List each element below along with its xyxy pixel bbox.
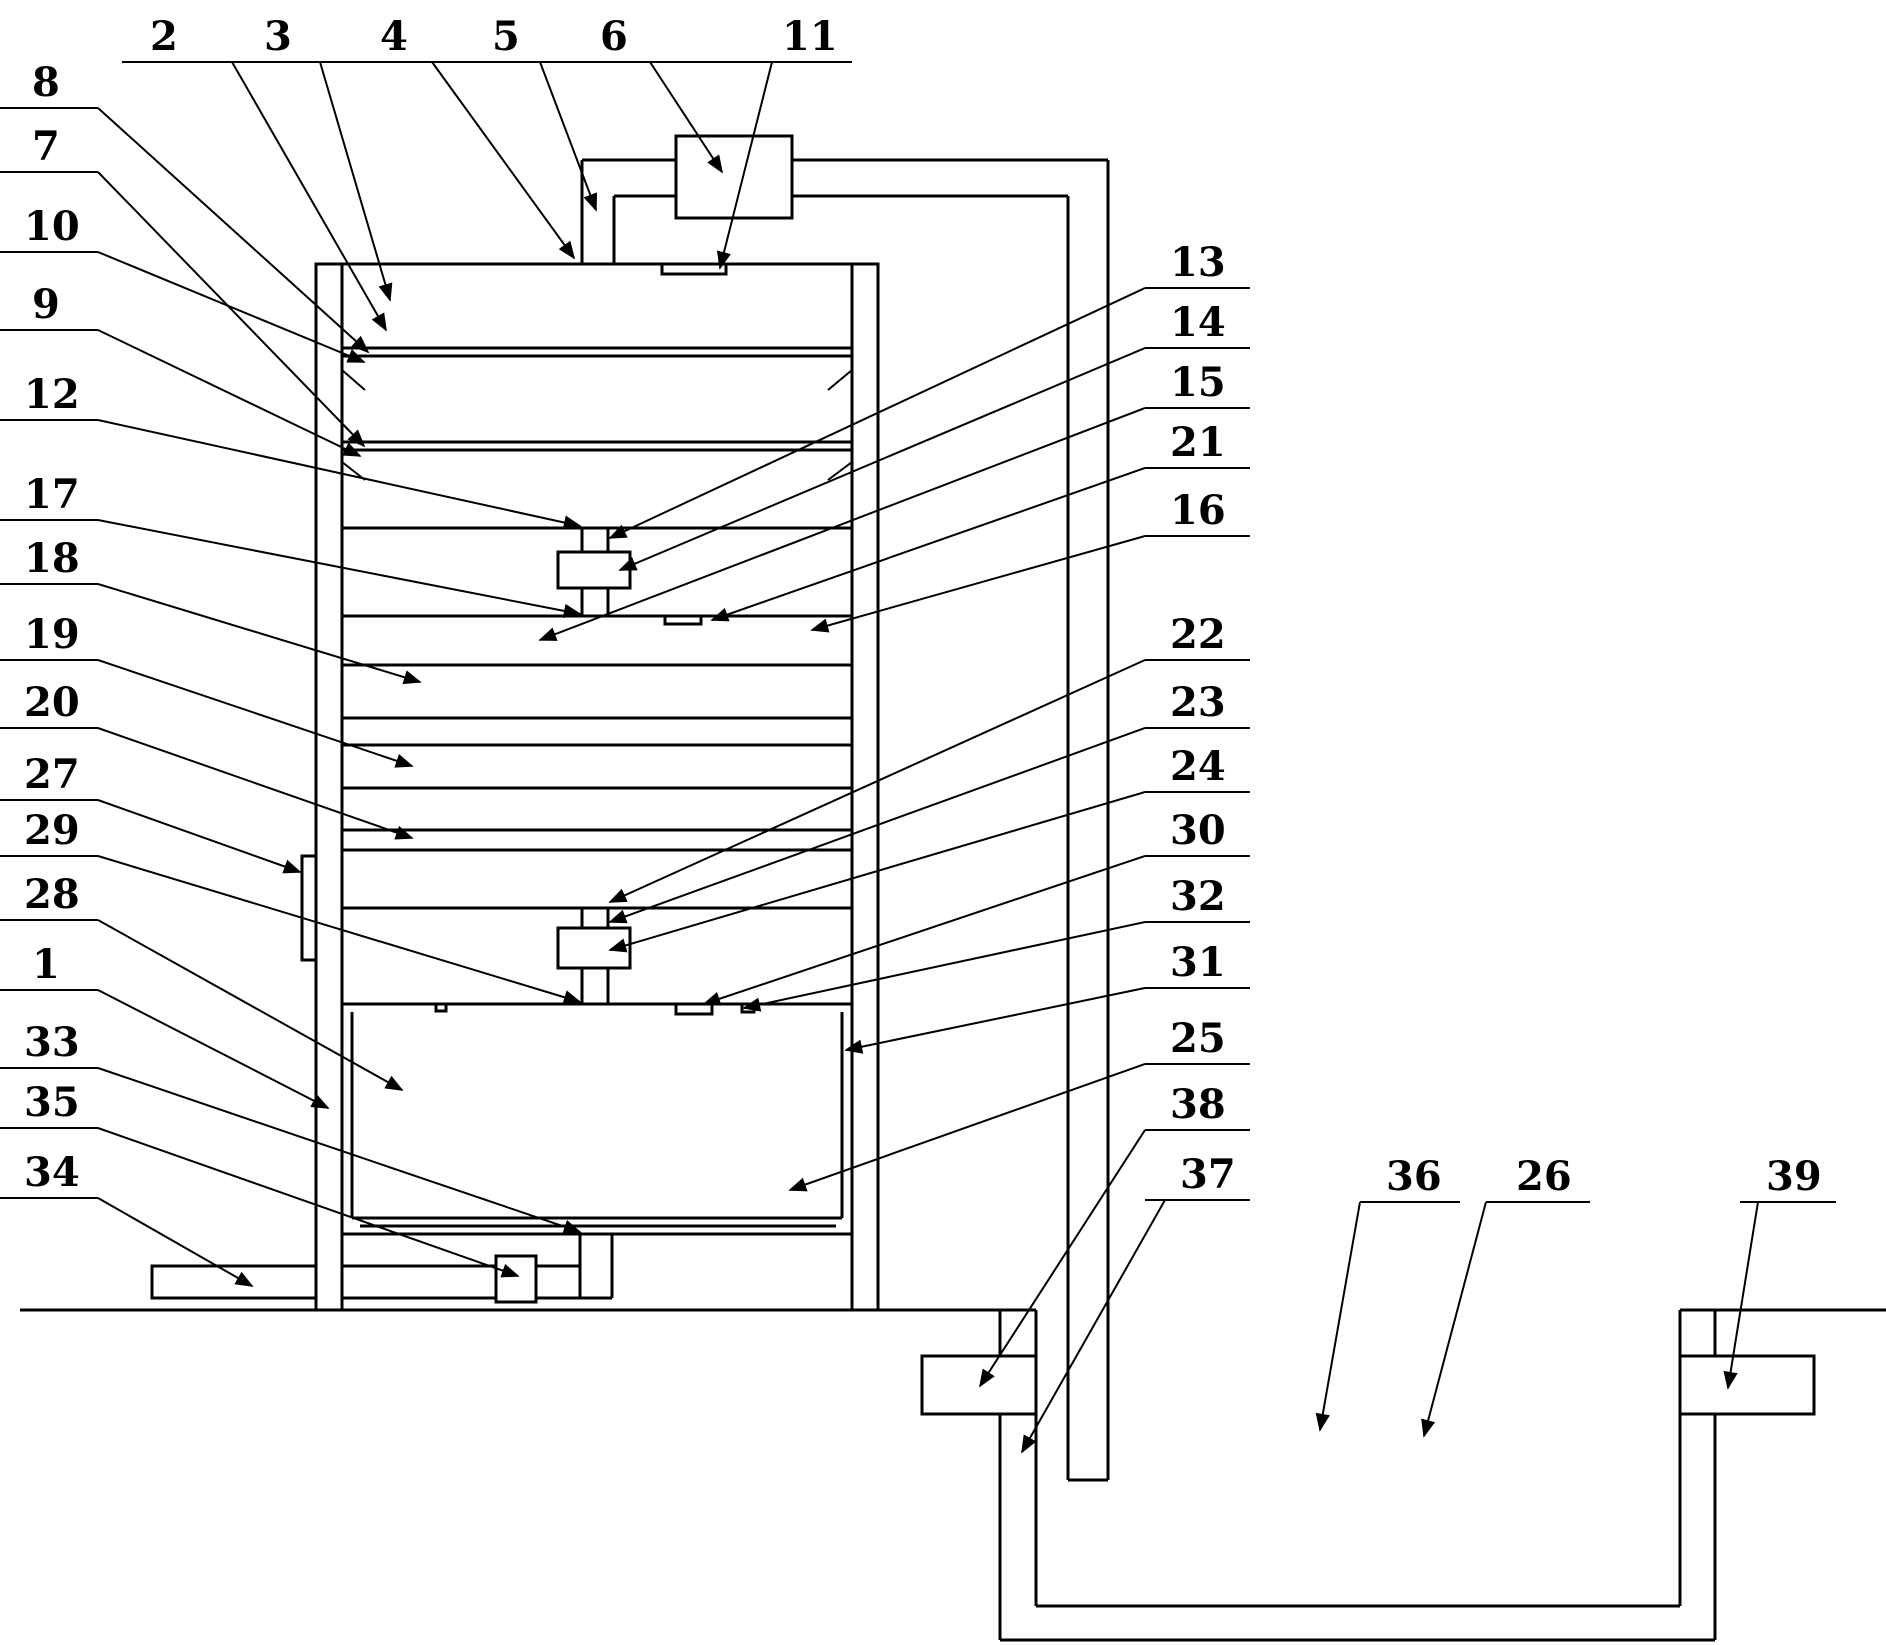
pit-structure: [920, 1308, 1816, 1642]
label-31: 31: [1170, 939, 1226, 986]
label-35: 35: [24, 1079, 80, 1126]
label-19: 19: [24, 611, 80, 658]
right-labels: 13 14 15 21 16 22 23 24 30 32 31 25: [538, 239, 1250, 1454]
label-12: 12: [24, 371, 80, 418]
label-26: 26: [1516, 1153, 1572, 1200]
label-2: 2: [150, 13, 178, 60]
label-13: 13: [1170, 239, 1226, 286]
label-3: 3: [264, 13, 292, 60]
label-22: 22: [1170, 611, 1226, 658]
label-38: 38: [1170, 1081, 1226, 1128]
label-17: 17: [24, 471, 80, 518]
label-33: 33: [24, 1019, 80, 1066]
label-20: 20: [24, 679, 80, 726]
bottom-labels: 36 26 39: [1315, 1153, 1836, 1438]
label-11: 11: [782, 13, 838, 60]
label-10: 10: [24, 203, 80, 250]
top-labels: 2 3 4 5 6 11: [122, 13, 852, 332]
label-9: 9: [32, 281, 60, 328]
label-24: 24: [1170, 743, 1226, 790]
label-7: 7: [32, 123, 60, 170]
label-5: 5: [492, 13, 520, 60]
label-30: 30: [1170, 807, 1226, 854]
main-vessel: [150, 262, 880, 1312]
label-18: 18: [24, 535, 80, 582]
label-1: 1: [32, 941, 60, 988]
top-pipe: [580, 134, 1110, 1482]
label-32: 32: [1170, 873, 1226, 920]
label-34: 34: [24, 1149, 80, 1196]
label-23: 23: [1170, 679, 1226, 726]
label-36: 36: [1386, 1153, 1442, 1200]
label-29: 29: [24, 807, 80, 854]
label-15: 15: [1170, 359, 1226, 406]
label-14: 14: [1170, 299, 1226, 346]
label-21: 21: [1170, 419, 1226, 466]
left-labels: 8 7 10 9 12 17 18 19 20 27 29 28: [0, 59, 582, 1287]
label-39: 39: [1766, 1153, 1822, 1200]
label-37: 37: [1180, 1151, 1236, 1198]
label-28: 28: [24, 871, 80, 918]
label-8: 8: [32, 59, 60, 106]
label-16: 16: [1170, 487, 1226, 534]
label-6: 6: [600, 13, 628, 60]
label-27: 27: [24, 751, 80, 798]
label-25: 25: [1170, 1015, 1226, 1062]
label-4: 4: [380, 13, 408, 60]
